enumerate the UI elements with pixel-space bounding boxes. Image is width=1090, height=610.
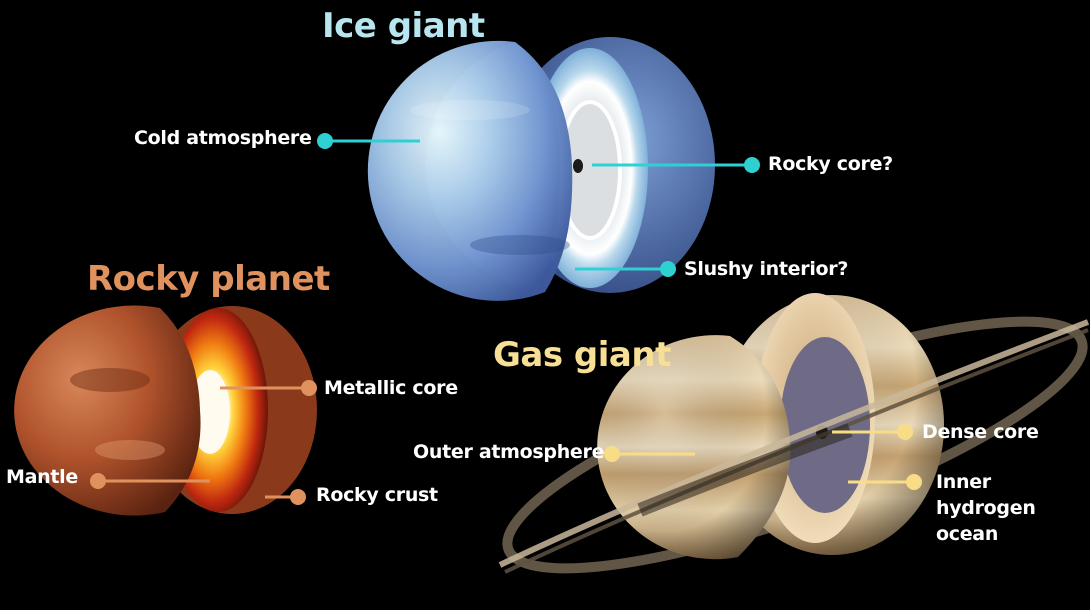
ice-giant-atmosphere	[367, 40, 573, 301]
ice-giant-dark-band	[470, 235, 570, 255]
mantle-marker	[90, 473, 106, 489]
rocky-crust-marker	[290, 489, 306, 505]
gas-giant-title: Gas giant	[493, 335, 671, 375]
metallic-core-marker	[301, 380, 317, 396]
gas-giant-callouts	[604, 424, 922, 490]
metallic-core-label: Metallic core	[324, 377, 458, 399]
gas-giant-ring-shadow	[637, 423, 853, 517]
rocky-planet-surface-highlight	[95, 440, 165, 460]
ice-giant-rocky-core	[573, 159, 583, 173]
rocky-planet-front-hemisphere	[14, 305, 201, 516]
inner-hydrogen-ocean-label-line3: ocean	[936, 523, 999, 545]
ice-giant-callouts	[317, 133, 760, 277]
mantle-label: Mantle	[6, 466, 78, 488]
outer-atmosphere-label: Outer atmosphere	[413, 441, 605, 463]
rocky-core-marker	[744, 157, 760, 173]
rocky-planet-surface-marking	[70, 368, 150, 392]
inner-hydrogen-ocean-label-line2: hydrogen	[936, 497, 1036, 519]
dense-core-label: Dense core	[922, 421, 1039, 443]
rocky-planet-title: Rocky planet	[87, 259, 330, 299]
cold-atmosphere-label: Cold atmosphere	[134, 127, 312, 149]
gas-giant-illustration	[498, 293, 1090, 574]
rocky-core-label: Rocky core?	[768, 153, 893, 175]
rocky-crust-label: Rocky crust	[316, 484, 438, 506]
slushy-interior-marker	[660, 261, 676, 277]
rocky-planet-illustration	[14, 305, 317, 516]
rocky-planet-callouts	[90, 380, 317, 505]
inner-hydrogen-ocean-marker	[906, 474, 922, 490]
dense-core-marker	[897, 424, 913, 440]
ice-giant-cloud-band	[410, 100, 530, 120]
cold-atmosphere-marker	[317, 133, 333, 149]
ice-giant-title: Ice giant	[322, 6, 485, 46]
inner-hydrogen-ocean-label-line1: Inner	[936, 471, 991, 493]
outer-atmosphere-marker	[604, 446, 620, 462]
ice-giant-illustration	[367, 37, 715, 301]
gas-giant-ring-front	[498, 319, 1090, 568]
slushy-interior-label: Slushy interior?	[684, 258, 849, 280]
